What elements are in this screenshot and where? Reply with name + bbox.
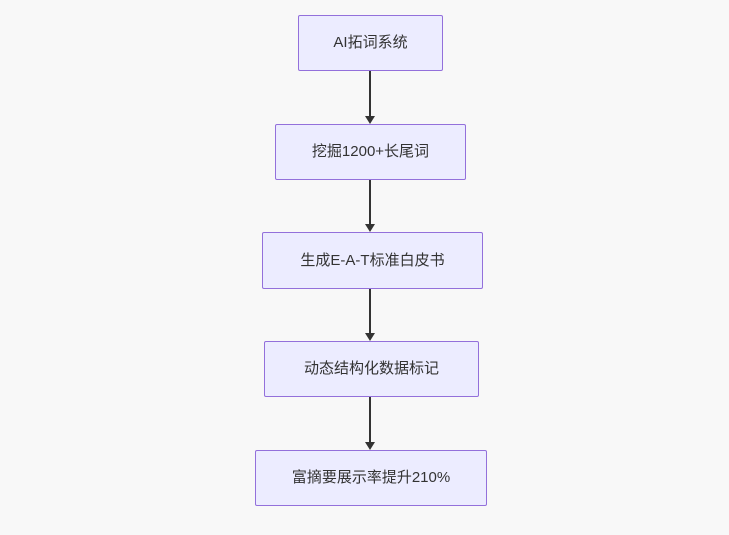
arrow-down-icon [365,397,375,450]
arrow-down-icon [365,180,375,232]
flow-node-ai-word-expansion: AI拓词系统 [298,15,443,71]
flow-node-label: 生成E-A-T标准白皮书 [300,251,445,269]
flow-node-eat-whitepaper: 生成E-A-T标准白皮书 [262,232,483,289]
flow-node-longtail-mining: 挖掘1200+长尾词 [275,124,466,180]
arrow-down-icon [365,289,375,341]
flow-node-structured-data-markup: 动态结构化数据标记 [264,341,479,397]
flow-node-label: 动态结构化数据标记 [303,360,439,377]
arrow-down-icon [365,71,375,124]
flow-node-label: 挖掘1200+长尾词 [311,143,430,160]
flow-node-label: AI拓词系统 [333,34,408,51]
flow-node-rich-snippet-result: 富摘要展示率提升210% [255,450,487,506]
flow-node-label: 富摘要展示率提升210% [291,469,451,486]
